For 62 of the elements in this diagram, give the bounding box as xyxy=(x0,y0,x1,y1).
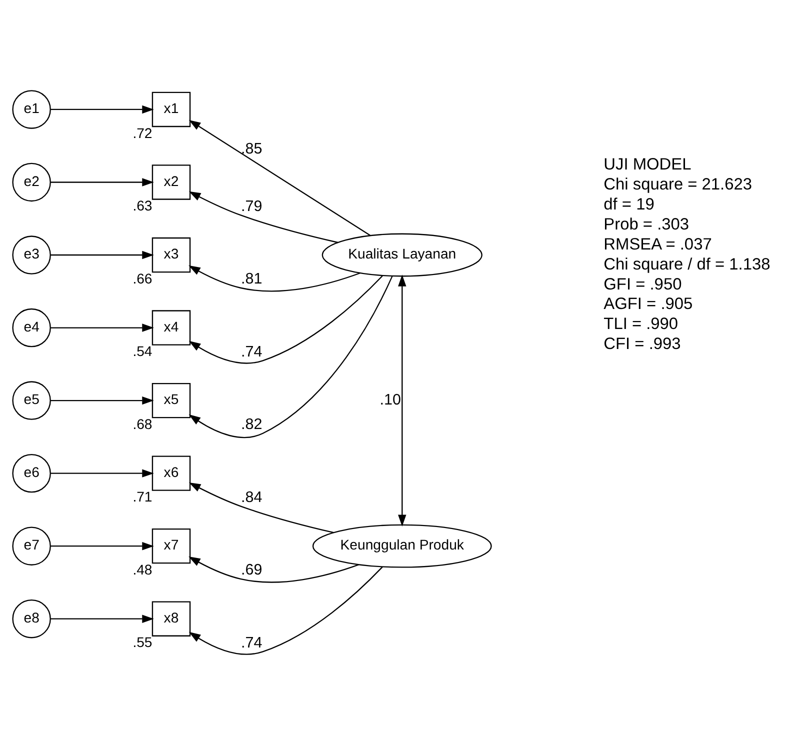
edge-label: .81 xyxy=(241,270,262,288)
arrow xyxy=(188,275,393,438)
arrow xyxy=(188,119,371,236)
arrow xyxy=(188,264,360,292)
node-circle: e8 xyxy=(12,598,51,638)
arrow xyxy=(50,323,154,332)
label: UJI MODEL xyxy=(604,155,692,174)
node-ellipse: Kualitas Layanan xyxy=(322,232,482,276)
arrow xyxy=(398,274,406,526)
node-box: x4 xyxy=(152,310,191,345)
node-box: x6 xyxy=(152,455,191,490)
label: GFI = .950 xyxy=(604,274,682,293)
node-label: .54 xyxy=(132,342,152,359)
node-label: .66 xyxy=(132,270,152,286)
node-circle: e7 xyxy=(12,526,51,565)
node-label: .63 xyxy=(132,197,152,214)
edge-label: .74 xyxy=(241,342,262,360)
label: AGFI = .905 xyxy=(604,294,693,313)
edge-label: .79 xyxy=(241,197,262,214)
node-label: .71 xyxy=(132,488,152,504)
edge-label: .69 xyxy=(241,561,262,578)
label: Prob = .303 xyxy=(604,214,690,233)
node-circle: e3 xyxy=(12,235,51,274)
node-box: x2 xyxy=(152,164,191,200)
arrow xyxy=(50,541,154,550)
node-label: .55 xyxy=(132,634,152,650)
label: RMSEA = .037 xyxy=(604,234,712,253)
node-circle: e1 xyxy=(12,90,51,128)
label: CFI = .993 xyxy=(604,334,681,353)
edge-label: .10 xyxy=(380,391,401,408)
arrow xyxy=(188,190,338,243)
node-box: x8 xyxy=(152,600,191,636)
node-label: .48 xyxy=(132,560,152,577)
node-circle: e5 xyxy=(12,380,51,420)
arrow xyxy=(188,566,383,654)
arrow xyxy=(188,274,383,364)
edge-label: .74 xyxy=(241,634,262,651)
arrow xyxy=(50,614,154,622)
arrow xyxy=(50,250,154,259)
arrow xyxy=(50,396,154,404)
arrow xyxy=(188,556,360,582)
label: Chi square = 21.623 xyxy=(604,175,752,194)
label: Chi square / df = 1.138 xyxy=(604,254,770,273)
label: df = 19 xyxy=(604,194,654,213)
arrow xyxy=(50,178,154,186)
node-label: .68 xyxy=(132,415,152,432)
node-circle: e6 xyxy=(12,453,51,492)
edge-label: .85 xyxy=(241,140,262,157)
node-box: x3 xyxy=(152,236,191,272)
node-box: x5 xyxy=(152,382,191,418)
label: TLI = .990 xyxy=(604,314,678,333)
arrow xyxy=(188,482,334,533)
node-circle: e2 xyxy=(12,162,51,202)
edge-label: .82 xyxy=(241,416,262,433)
node-box: x1 xyxy=(152,91,191,127)
node-ellipse: Keunggulan Produk xyxy=(312,524,492,568)
edge-label: .84 xyxy=(241,488,262,506)
node-circle: e4 xyxy=(12,308,51,347)
arrow xyxy=(50,468,154,477)
arrow xyxy=(50,104,154,114)
node-box: x7 xyxy=(152,528,191,564)
node-label: .72 xyxy=(132,124,152,140)
